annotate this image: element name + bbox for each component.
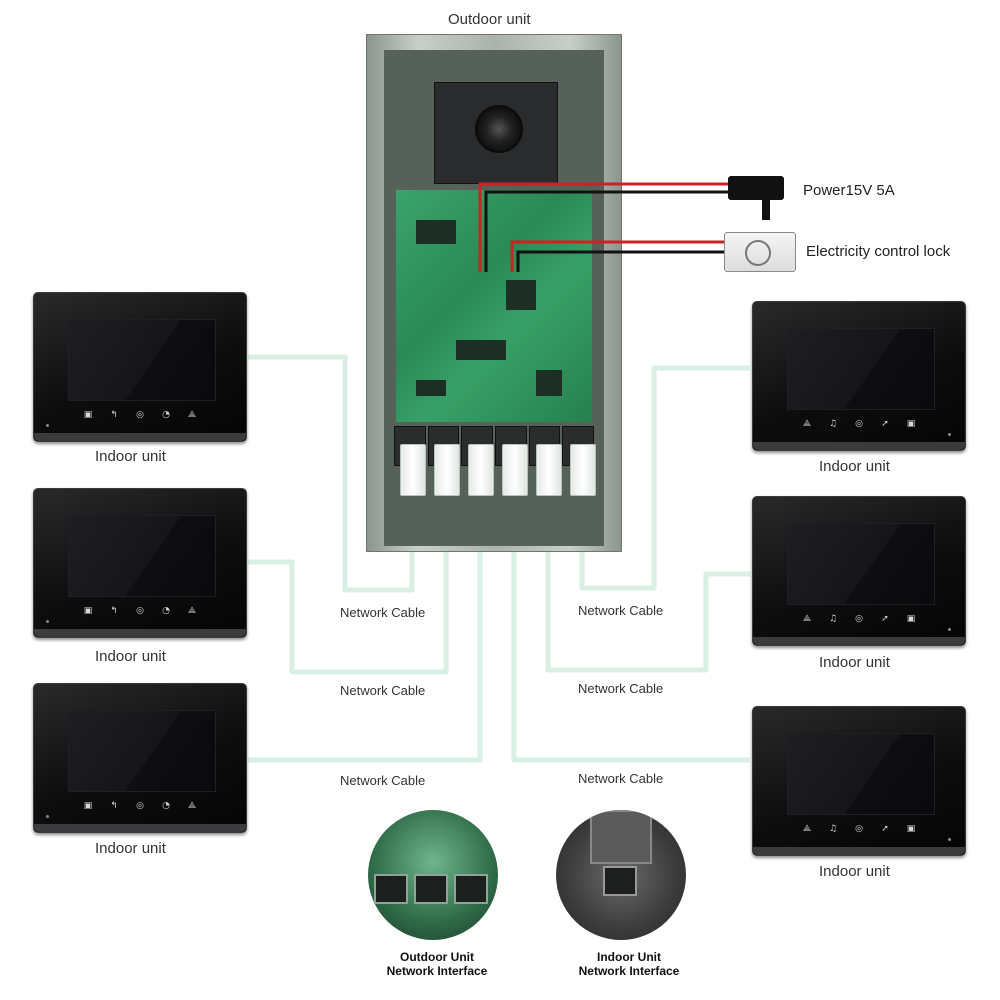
outdoor-unit (366, 34, 622, 552)
monitor-buttons: ▣ ↰ ◎ ◔ ⟁ (34, 605, 246, 617)
power-plug-icon (762, 198, 770, 220)
monitor-buttons: ▣ ↰ ◎ ◔ ⟁ (34, 800, 246, 812)
indoor-unit-label: Indoor unit (819, 654, 890, 671)
cable-right-3 (511, 462, 750, 763)
network-cable-label: Network Cable (340, 683, 426, 698)
lock-label: Electricity control lock (806, 243, 951, 260)
network-cable-label: Network Cable (578, 603, 664, 618)
monitor-icon: ➚ (881, 419, 889, 429)
monitor-icon: ↰ (110, 410, 118, 420)
monitor-icon: ♫ (828, 824, 838, 834)
monitor-icon: ◎ (136, 801, 144, 811)
monitor-icon: ↰ (110, 801, 118, 811)
indoor-unit-label: Indoor unit (95, 840, 166, 857)
indoor-monitor-right-3: ⟁ ♫ ◎ ➚ ▣ (752, 706, 966, 856)
cable-plug (570, 444, 596, 496)
outdoor-interface-label: Outdoor Unit Network Interface (372, 950, 502, 978)
monitor-icon: ⟁ (187, 801, 197, 811)
monitor-icon: ▣ (906, 419, 916, 429)
cable-plug (434, 444, 460, 496)
monitor-icon: ◎ (136, 606, 144, 616)
monitor-icon: ⟁ (802, 824, 812, 834)
camera-module (434, 82, 558, 184)
indoor-unit-label: Indoor unit (95, 448, 166, 465)
monitor-buttons: ⟁ ♫ ◎ ➚ ▣ (753, 613, 965, 625)
monitor-buttons: ⟁ ♫ ◎ ➚ ▣ (753, 823, 965, 835)
monitor-icon: ▣ (83, 606, 93, 616)
monitor-icon: ⟁ (802, 419, 812, 429)
circuit-board (396, 190, 592, 422)
indoor-monitor-left-1: ▣ ↰ ◎ ◔ ⟁ (33, 292, 247, 442)
indoor-unit-label: Indoor unit (95, 648, 166, 665)
network-cable-label: Network Cable (578, 771, 664, 786)
monitor-icon: ↰ (110, 606, 118, 616)
monitor-icon: ◔ (162, 801, 170, 811)
cable-plug (400, 444, 426, 496)
monitor-icon: ◎ (136, 410, 144, 420)
monitor-buttons: ⟁ ♫ ◎ ➚ ▣ (753, 418, 965, 430)
monitor-screen (787, 328, 935, 410)
network-cable-label: Network Cable (340, 773, 426, 788)
cable-plug (536, 444, 562, 496)
monitor-icon: ▣ (83, 801, 93, 811)
monitor-screen (68, 319, 216, 401)
cable-left-3 (248, 462, 483, 763)
monitor-screen (68, 710, 216, 792)
outdoor-interface-line2: Network Interface (386, 964, 488, 978)
monitor-screen (787, 523, 935, 605)
cable-plug (502, 444, 528, 496)
monitor-icon: ⟁ (802, 614, 812, 624)
indoor-interface-line2: Network Interface (578, 964, 680, 978)
monitor-screen (787, 733, 935, 815)
monitor-icon: ⟁ (187, 410, 197, 420)
camera-lens (475, 105, 523, 153)
indoor-interface-label: Indoor Unit Network Interface (564, 950, 694, 978)
outdoor-interface-line1: Outdoor Unit (400, 950, 474, 964)
monitor-icon: ♫ (828, 419, 838, 429)
monitor-icon: ◎ (855, 824, 863, 834)
lock-icon (724, 232, 796, 272)
monitor-icon: ▣ (906, 614, 916, 624)
monitor-icon: ♫ (828, 614, 838, 624)
monitor-icon: ▣ (906, 824, 916, 834)
network-cable-label: Network Cable (340, 605, 426, 620)
indoor-monitor-left-3: ▣ ↰ ◎ ◔ ⟁ (33, 683, 247, 833)
outdoor-interface-closeup (368, 810, 498, 940)
indoor-unit-label: Indoor unit (819, 863, 890, 880)
power-label: Power15V 5A (803, 182, 895, 199)
monitor-icon: ◔ (162, 410, 170, 420)
monitor-icon: ⟁ (187, 606, 197, 616)
power-adapter (728, 176, 784, 200)
cable-left-2 (248, 462, 449, 675)
monitor-icon: ◎ (855, 614, 863, 624)
indoor-monitor-left-2: ▣ ↰ ◎ ◔ ⟁ (33, 488, 247, 638)
indoor-monitor-right-2: ⟁ ♫ ◎ ➚ ▣ (752, 496, 966, 646)
monitor-screen (68, 515, 216, 597)
indoor-interface-closeup (556, 810, 686, 940)
monitor-icon: ▣ (83, 410, 93, 420)
monitor-icon: ➚ (881, 824, 889, 834)
indoor-interface-line1: Indoor Unit (597, 950, 661, 964)
monitor-buttons: ▣ ↰ ◎ ◔ ⟁ (34, 409, 246, 421)
monitor-icon: ◔ (162, 606, 170, 616)
cable-right-2 (545, 462, 750, 673)
indoor-unit-label: Indoor unit (819, 458, 890, 475)
network-cable-label: Network Cable (578, 681, 664, 696)
monitor-icon: ➚ (881, 614, 889, 624)
indoor-monitor-right-1: ⟁ ♫ ◎ ➚ ▣ (752, 301, 966, 451)
outdoor-unit-label: Outdoor unit (448, 11, 531, 28)
cable-plug (468, 444, 494, 496)
monitor-icon: ◎ (855, 419, 863, 429)
